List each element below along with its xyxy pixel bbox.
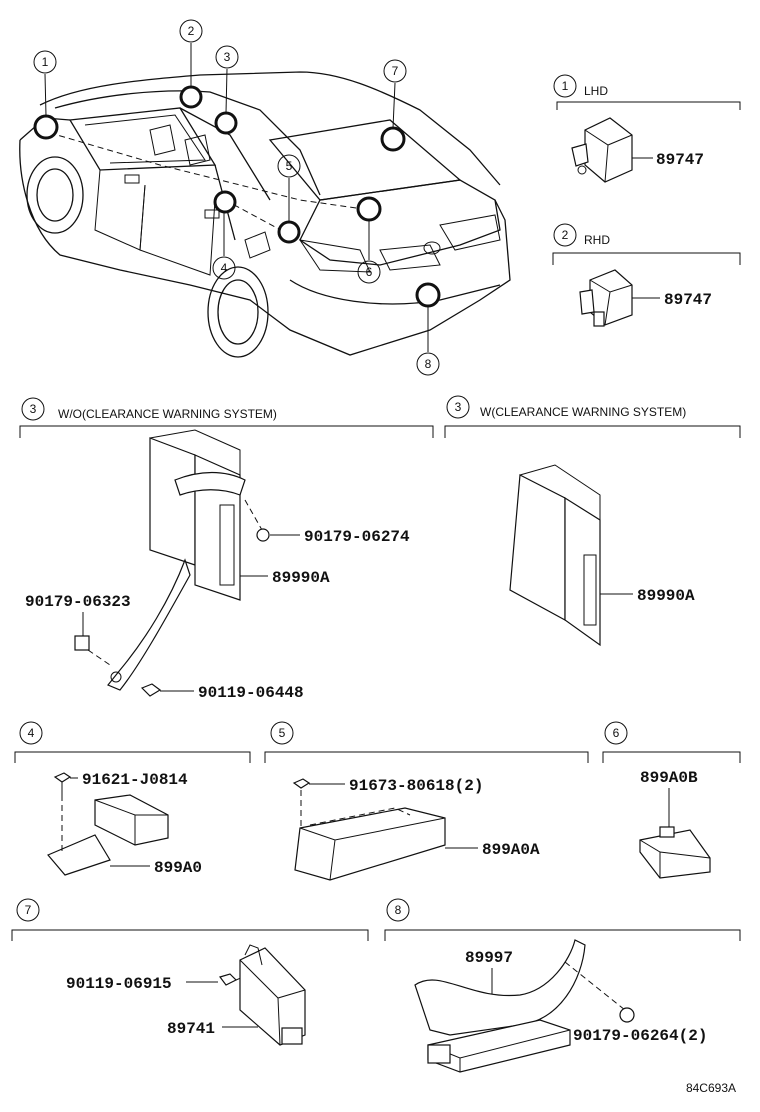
svg-text:2: 2 <box>188 24 195 38</box>
svg-text:5: 5 <box>286 159 293 173</box>
svg-text:90119-06915: 90119-06915 <box>66 975 172 993</box>
svg-text:90119-06448: 90119-06448 <box>198 684 304 702</box>
section-1-lhd: 1 LHD 89747 <box>553 74 741 183</box>
svg-text:90179-06323: 90179-06323 <box>25 593 131 611</box>
svg-text:89747: 89747 <box>656 151 704 169</box>
svg-text:8: 8 <box>425 357 432 371</box>
section-3-with-clearance: 3 W(CLEARANCE WARNING SYSTEM) 89990A <box>444 395 741 647</box>
svg-text:91673-80618(2): 91673-80618(2) <box>349 777 483 795</box>
svg-text:3: 3 <box>224 50 231 64</box>
callout-3: 3 <box>215 45 239 69</box>
car-illustration: 1 2 3 4 5 6 7 8 <box>19 19 511 376</box>
svg-text:3: 3 <box>30 402 37 416</box>
callout-4: 4 <box>212 256 236 280</box>
svg-text:89741: 89741 <box>167 1020 215 1038</box>
svg-text:6: 6 <box>613 726 620 740</box>
svg-text:8: 8 <box>395 903 402 917</box>
section-3-without-clearance: 3 W/O(CLEARANCE WARNING SYSTEM) 90179-06… <box>19 397 434 702</box>
section-6: 6 899A0B <box>602 721 741 879</box>
section-5: 5 91673-80618(2) 899A0A <box>264 721 589 881</box>
section-7: 7 90119-06915 89741 <box>11 898 369 1046</box>
svg-text:4: 4 <box>221 261 228 275</box>
svg-text:91621-J0814: 91621-J0814 <box>82 771 188 789</box>
svg-text:RHD: RHD <box>584 233 610 247</box>
svg-text:LHD: LHD <box>584 84 608 98</box>
svg-text:90179-06264(2): 90179-06264(2) <box>573 1027 707 1045</box>
svg-text:899A0: 899A0 <box>154 859 202 877</box>
callout-1: 1 <box>33 50 57 74</box>
svg-text:W(CLEARANCE WARNING SYSTEM): W(CLEARANCE WARNING SYSTEM) <box>480 405 686 419</box>
svg-text:W/O(CLEARANCE WARNING SYSTEM): W/O(CLEARANCE WARNING SYSTEM) <box>58 407 277 421</box>
svg-text:4: 4 <box>28 726 35 740</box>
svg-text:7: 7 <box>25 903 32 917</box>
svg-text:1: 1 <box>562 79 569 93</box>
svg-text:6: 6 <box>366 265 373 279</box>
callout-2: 2 <box>179 19 203 43</box>
svg-text:7: 7 <box>392 64 399 78</box>
callout-8: 8 <box>416 352 440 376</box>
svg-text:90179-06274: 90179-06274 <box>304 528 410 546</box>
svg-text:899A0B: 899A0B <box>640 769 698 787</box>
callout-5: 5 <box>277 154 301 178</box>
svg-text:899A0A: 899A0A <box>482 841 540 859</box>
section-2-rhd: 2 RHD 89747 <box>552 223 741 327</box>
svg-text:89747: 89747 <box>664 291 712 309</box>
callout-6: 6 <box>357 260 381 284</box>
svg-text:89990A: 89990A <box>272 569 330 587</box>
svg-text:5: 5 <box>279 726 286 740</box>
section-8: 8 89997 90179-06264(2) <box>384 898 741 1073</box>
callout-7: 7 <box>383 59 407 83</box>
svg-text:2: 2 <box>562 228 569 242</box>
svg-text:89997: 89997 <box>465 949 513 967</box>
svg-text:1: 1 <box>42 55 49 69</box>
drawing-code: 84C693A <box>686 1081 736 1095</box>
svg-text:89990A: 89990A <box>637 587 695 605</box>
svg-text:3: 3 <box>455 400 462 414</box>
section-4: 4 91621-J0814 899A0 <box>14 721 251 877</box>
